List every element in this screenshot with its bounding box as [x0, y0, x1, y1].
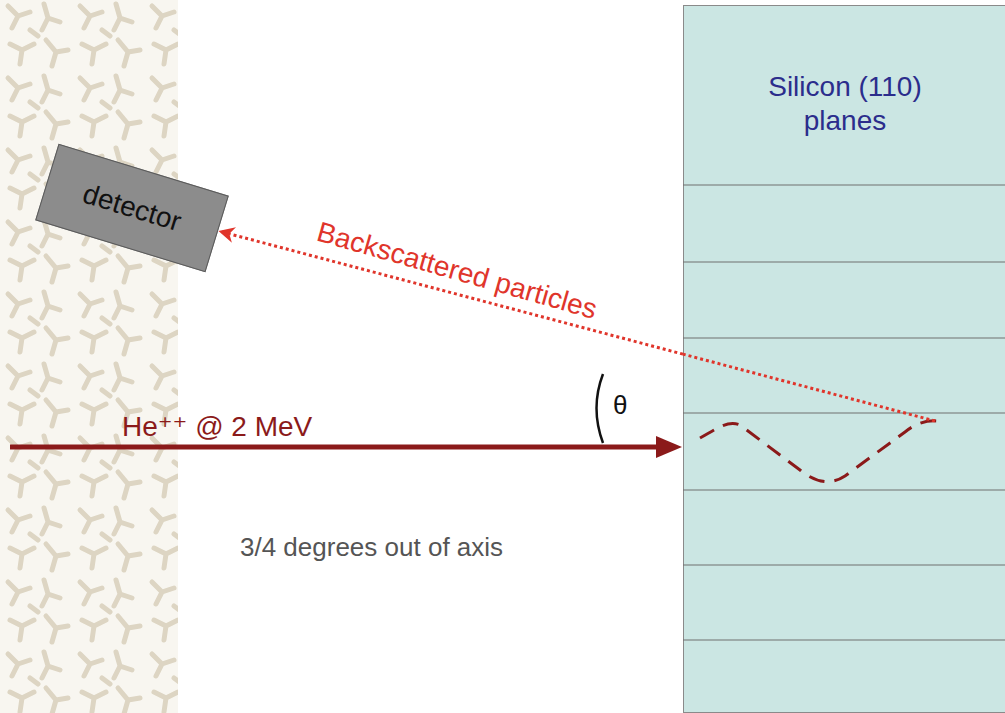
incident-beam	[10, 445, 664, 450]
block-title: Silicon (110) planes	[750, 70, 940, 137]
edge-label: Backscattered particles	[314, 216, 601, 326]
angle-arc	[597, 374, 604, 443]
channeling-trajectory	[700, 421, 938, 482]
crystal-block: Silicon (110) planes	[683, 5, 1005, 713]
beam-arrowhead	[656, 436, 682, 458]
backscatter-path-inside	[683, 354, 935, 421]
detector-label: detector	[79, 177, 186, 239]
tilt-note: 3/4 degrees out of axis	[240, 533, 503, 563]
crystal-planes	[683, 185, 1005, 640]
backscatter-arrow	[220, 231, 683, 354]
detector-box: detector	[35, 144, 229, 273]
angle-symbol: θ	[613, 391, 627, 421]
texture-strip	[0, 0, 178, 713]
lattice-texture	[0, 0, 178, 713]
beam-label: He⁺⁺ @ 2 MeV	[122, 411, 312, 443]
